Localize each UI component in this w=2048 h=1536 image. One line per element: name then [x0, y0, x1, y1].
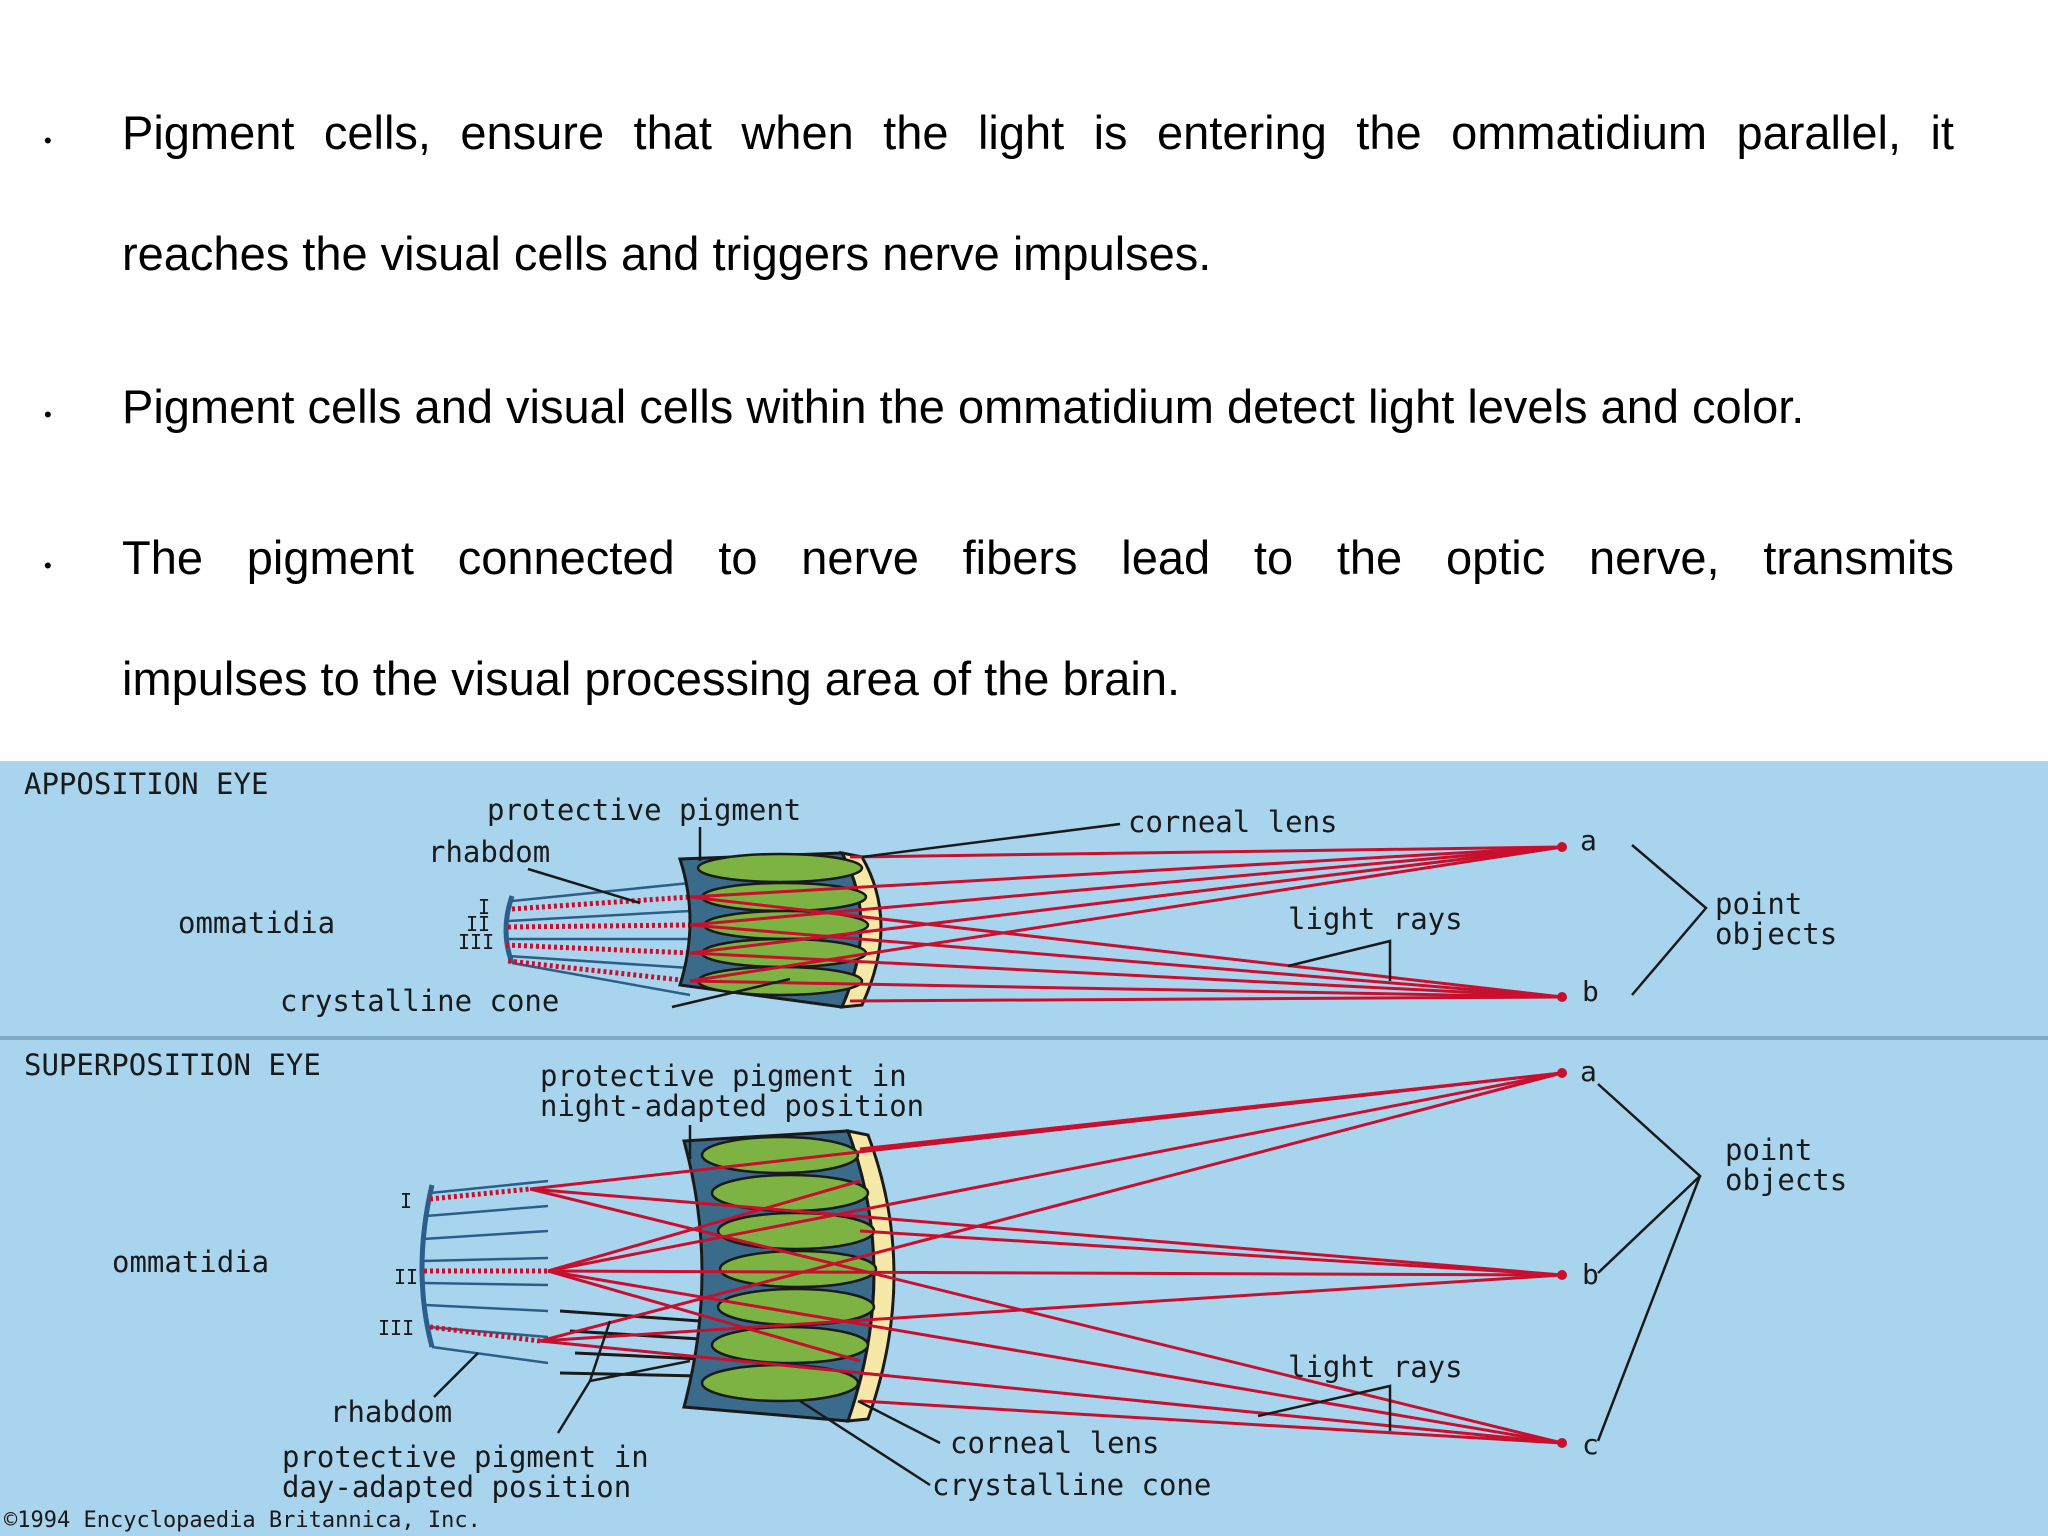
rhabdom-lines: [424, 1186, 548, 1344]
label-point-objects-line1: point: [1725, 1133, 1812, 1167]
point-c-marker: [1557, 1438, 1567, 1448]
bullet-line: The pigment connected to nerve fibers le…: [122, 531, 1954, 584]
superposition-panel: [0, 1040, 2048, 1536]
rhabdom-lines: [505, 894, 691, 984]
label-point-objects-line2: objects: [1715, 917, 1837, 951]
label-point-b: b: [1582, 1258, 1599, 1291]
label-light-rays: light rays: [1288, 902, 1463, 936]
label-point-a: a: [1580, 1055, 1597, 1088]
bullet-text: Pigment cells and visual cells within th…: [122, 346, 1954, 467]
label-point-b: b: [1582, 975, 1599, 1008]
label-pigment-day-line2: day-adapted position: [282, 1470, 631, 1504]
ommatidia-tubes: [506, 881, 691, 997]
superposition-eye: SUPERPOSITION EYE protective pigment in …: [24, 1048, 1847, 1504]
point-a-marker: [1557, 1068, 1567, 1078]
label-rhabdom: rhabdom: [330, 1395, 452, 1429]
label-rhabdom: rhabdom: [428, 835, 550, 869]
apposition-panel: [0, 761, 2048, 1036]
label-pigment-day-line1: protective pigment in: [282, 1440, 649, 1474]
point-b-marker: [1557, 992, 1567, 1002]
roman-numeral-1: I: [478, 895, 490, 919]
roman-numeral-1: I: [400, 1189, 412, 1213]
copyright-text: ©1994 Encyclopaedia Britannica, Inc.: [4, 1508, 481, 1533]
label-crystalline-cone: crystalline cone: [932, 1468, 1211, 1502]
superposition-light-rays: [529, 1071, 1563, 1445]
bullet-marker: •: [44, 402, 52, 427]
point-b-marker: [1557, 1270, 1567, 1280]
label-ommatidia: ommatidia: [178, 906, 335, 940]
bullet-marker: •: [44, 553, 52, 578]
compound-eye-diagram: APPOSITION EYE protective pigment rhabdo…: [0, 761, 2048, 1536]
crystalline-cones: [700, 1135, 878, 1403]
roman-numeral-2: II: [466, 912, 490, 936]
apposition-title: APPOSITION EYE: [24, 767, 268, 801]
label-pigment-night-line2: night-adapted position: [540, 1089, 924, 1123]
leader-lines: [527, 822, 1708, 1009]
bullet-line: impulses to the visual processing area o…: [122, 652, 1181, 705]
retina-arc: [419, 1184, 435, 1348]
bullet-line: Pigment cells, ensure that when the ligh…: [122, 106, 1954, 159]
label-light-rays: light rays: [1288, 1350, 1463, 1384]
label-protective-pigment: protective pigment: [487, 793, 801, 827]
bullet-text: The pigment connected to nerve fibers le…: [122, 497, 1954, 739]
label-point-c: c: [1582, 1428, 1599, 1461]
label-ommatidia: ommatidia: [112, 1245, 269, 1279]
panel-divider: [0, 1036, 2048, 1040]
ommatidia-lines: [421, 1179, 549, 1365]
bullet-line: reaches the visual cells and triggers ne…: [122, 227, 1212, 280]
leader-lines: [433, 1083, 1702, 1487]
label-crystalline-cone: crystalline cone: [280, 984, 559, 1018]
apposition-eye: APPOSITION EYE protective pigment rhabdo…: [24, 767, 1837, 1018]
point-a-marker: [1557, 842, 1567, 852]
label-point-objects-line2: objects: [1725, 1163, 1847, 1197]
label-corneal-lens: corneal lens: [950, 1426, 1160, 1460]
label-point-objects-line1: point: [1715, 887, 1802, 921]
bullet-line: Pigment cells and visual cells within th…: [122, 380, 1805, 433]
bullet-marker: •: [44, 128, 52, 153]
roman-numeral-3: III: [458, 930, 494, 954]
crystalline-cones: [696, 852, 870, 997]
roman-numeral-2: II: [394, 1265, 418, 1289]
apposition-light-rays: [689, 845, 1563, 1003]
bullet-text: Pigment cells, ensure that when the ligh…: [122, 72, 1954, 314]
label-corneal-lens: corneal lens: [1128, 805, 1338, 839]
eye-diagram-svg: APPOSITION EYE protective pigment rhabdo…: [0, 761, 2048, 1536]
roman-numeral-3: III: [378, 1316, 414, 1340]
label-point-a: a: [1580, 824, 1597, 857]
label-pigment-night-line1: protective pigment in: [540, 1059, 907, 1093]
superposition-title: SUPERPOSITION EYE: [24, 1048, 321, 1082]
